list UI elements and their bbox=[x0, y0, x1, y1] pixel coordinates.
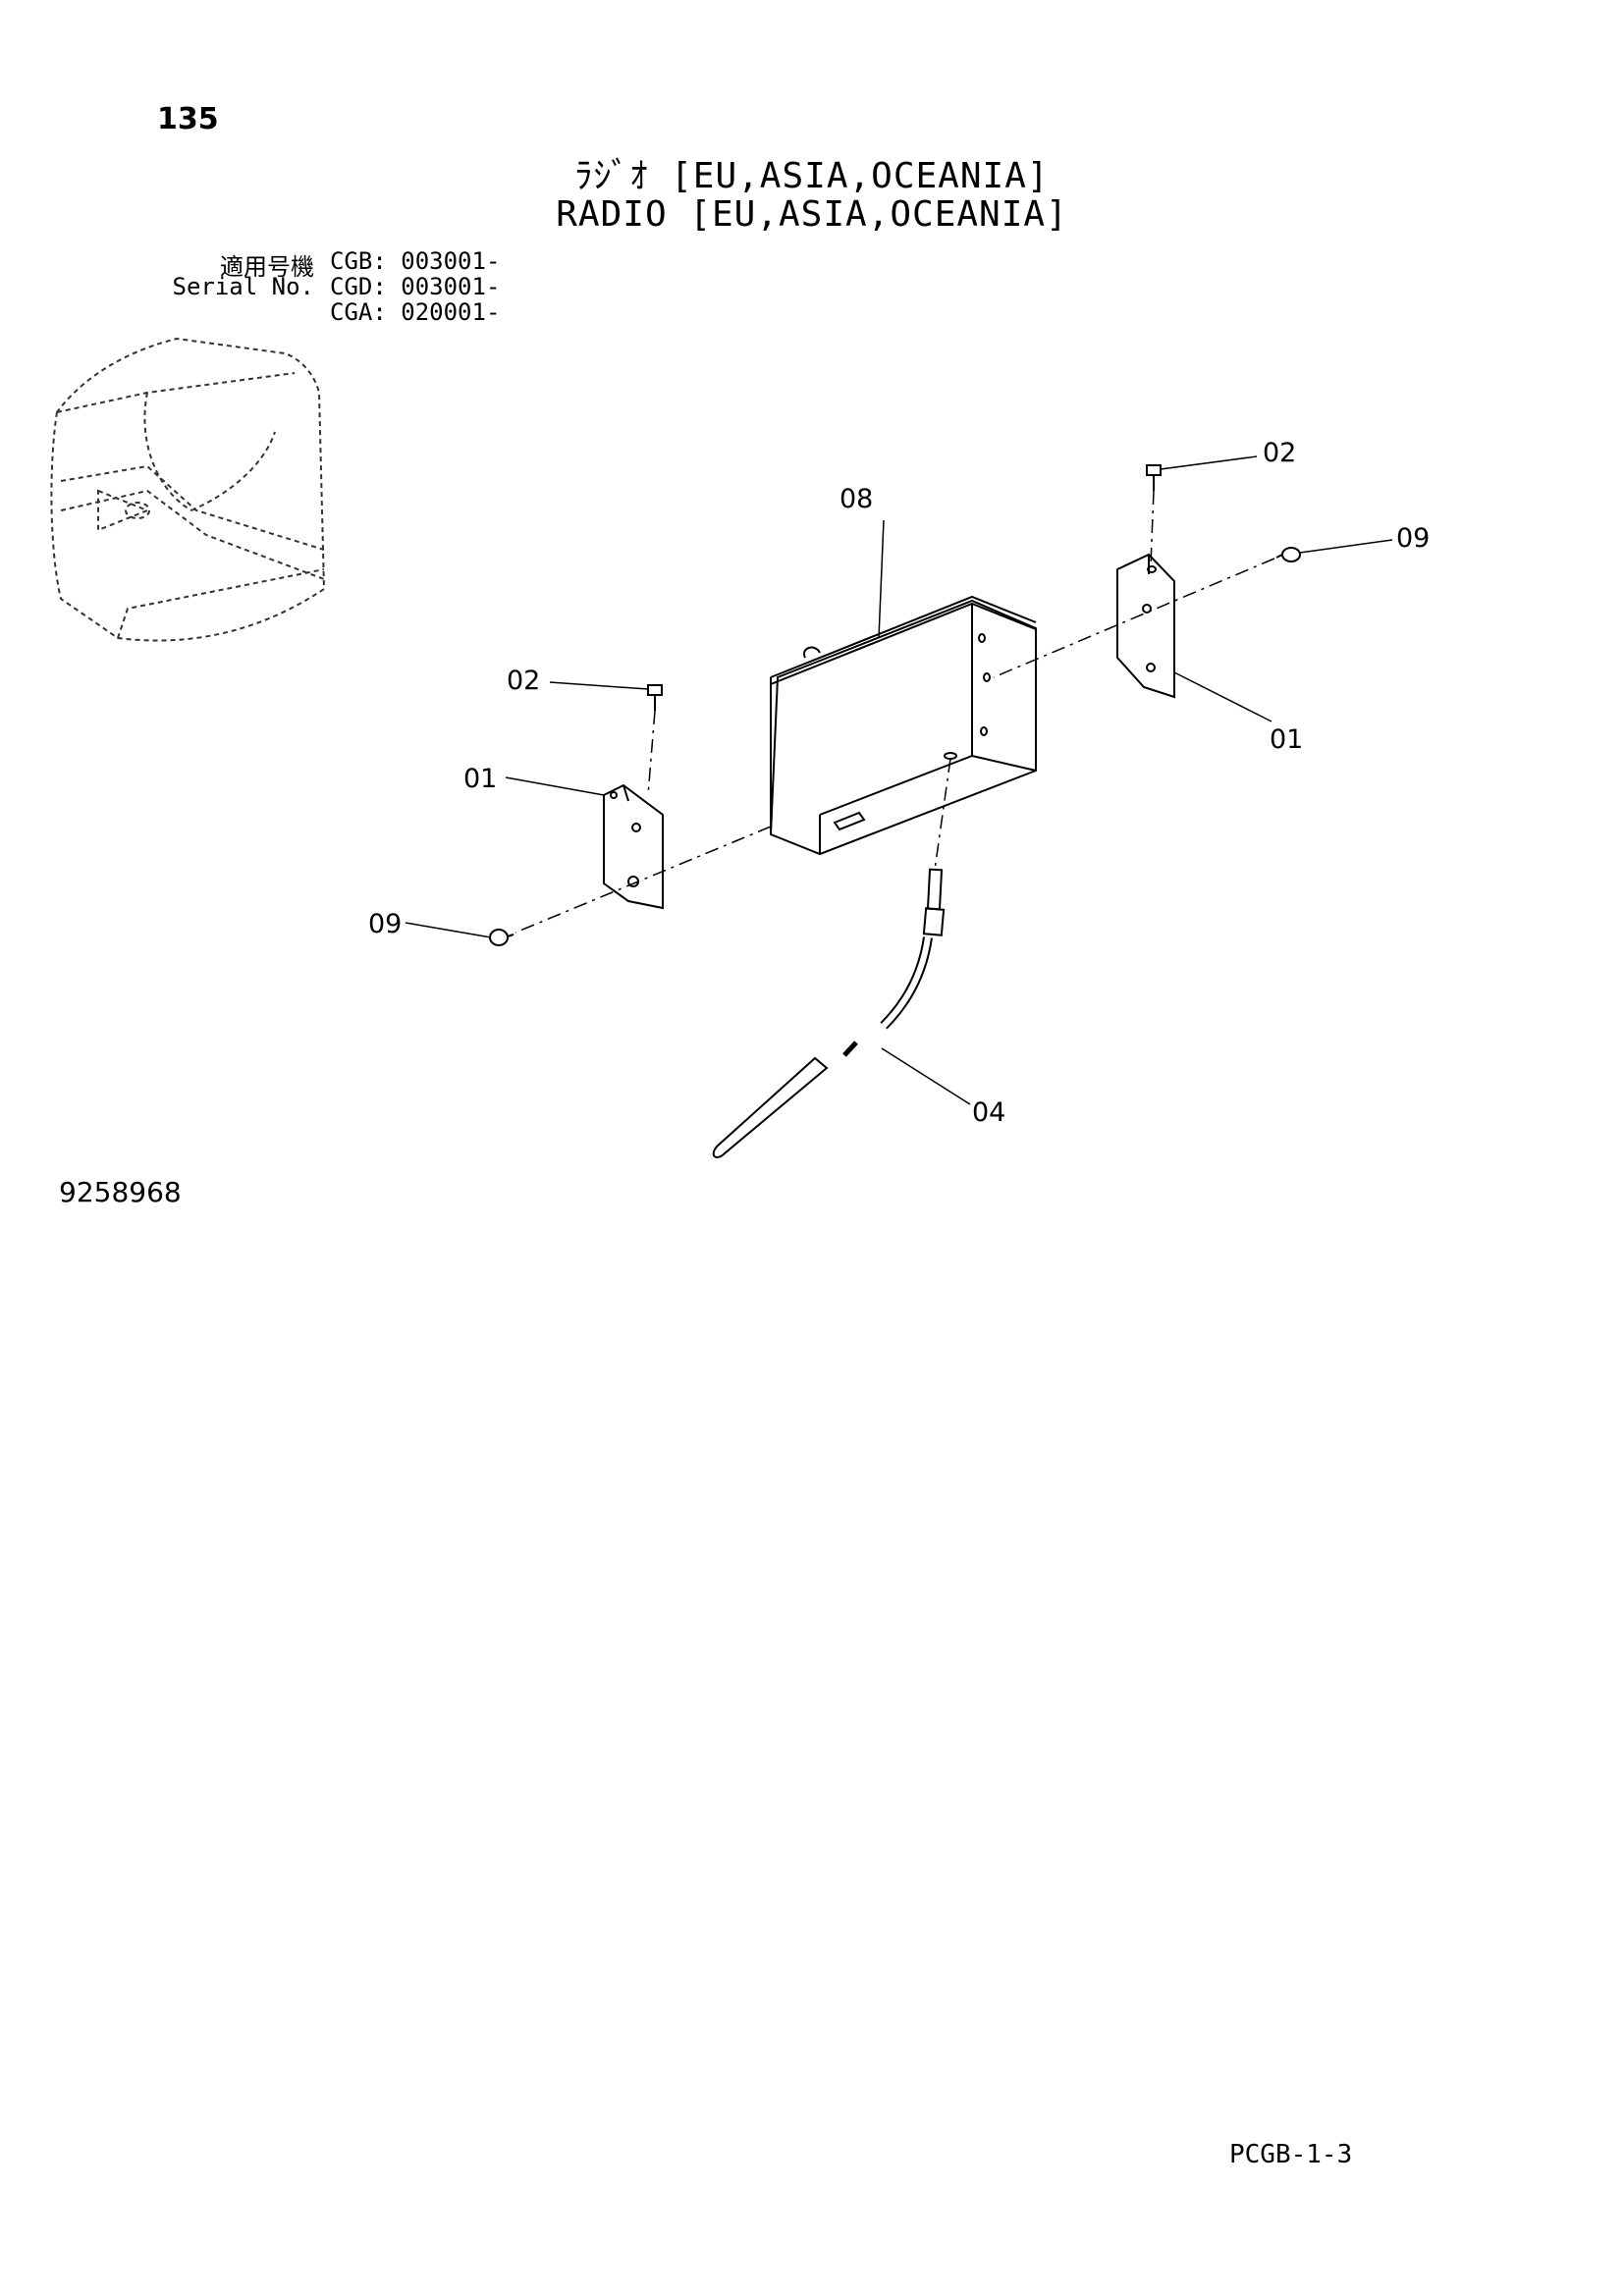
callout-01-right: 01 bbox=[1270, 724, 1303, 755]
bracket-left bbox=[603, 783, 664, 910]
callout-02-right: 02 bbox=[1263, 438, 1296, 468]
serial-entry: CGB: 003001- bbox=[330, 247, 500, 275]
serial-range: 020001- bbox=[401, 298, 501, 326]
serial-range: 003001- bbox=[401, 273, 501, 300]
serial-model: CGD: bbox=[330, 273, 387, 300]
screw-left bbox=[647, 684, 663, 711]
serial-label-english: Serial No. bbox=[172, 273, 315, 300]
assembly-lines bbox=[514, 490, 1275, 934]
serial-entry: CGD: 003001- bbox=[330, 273, 500, 300]
serial-model: CGB: bbox=[330, 247, 387, 275]
cab-thumbnail bbox=[50, 337, 326, 642]
title-japanese: ﾗｼﾞｵ [EU,ASIA,OCEANIA] bbox=[574, 156, 1050, 196]
title-english: RADIO [EU,ASIA,OCEANIA] bbox=[556, 194, 1068, 235]
serial-entry: CGA: 020001- bbox=[330, 298, 500, 326]
screw-09-right bbox=[1275, 547, 1301, 562]
callout-09-right: 09 bbox=[1396, 523, 1430, 554]
bracket-right bbox=[1116, 553, 1175, 699]
radio-box bbox=[769, 595, 1037, 856]
page-number: 135 bbox=[157, 102, 219, 136]
parts-diagram: 02 09 01 08 02 01 09 04 bbox=[50, 337, 1430, 1158]
document-number: 9258968 bbox=[59, 1176, 182, 1208]
leader-lines bbox=[405, 455, 1393, 1105]
callout-02-left: 02 bbox=[507, 666, 540, 696]
callout-01-left: 01 bbox=[463, 764, 497, 794]
serial-range: 003001- bbox=[401, 247, 501, 275]
screw-09-left bbox=[489, 929, 514, 946]
page-code: PCGB-1-3 bbox=[1229, 2140, 1353, 2169]
serial-model: CGA: bbox=[330, 298, 387, 326]
screw-right bbox=[1146, 464, 1162, 491]
callout-04: 04 bbox=[972, 1097, 1005, 1128]
antenna bbox=[712, 868, 946, 1158]
callout-08: 08 bbox=[839, 484, 873, 514]
serial-label-japanese: 適用号機 bbox=[220, 253, 314, 281]
callout-09-left: 09 bbox=[368, 909, 402, 939]
